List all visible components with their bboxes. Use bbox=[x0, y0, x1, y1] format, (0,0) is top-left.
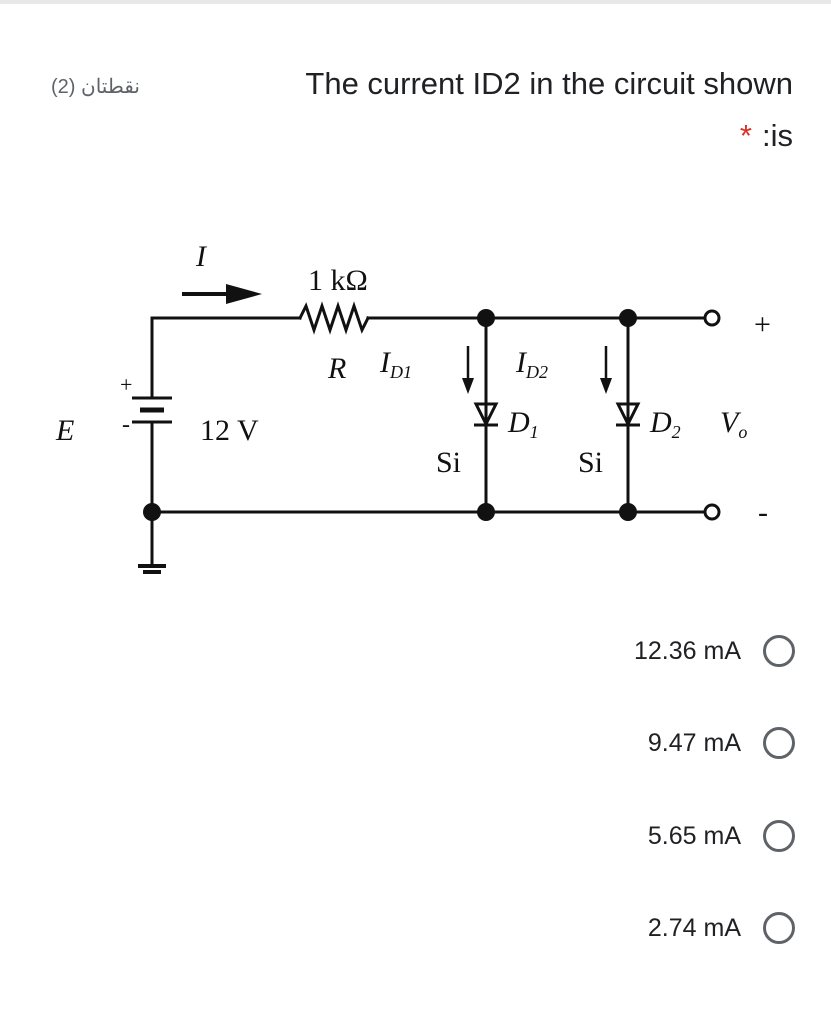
battery-plus: + bbox=[120, 372, 132, 397]
output-terminal-plus bbox=[703, 309, 721, 327]
radio-button[interactable] bbox=[763, 820, 795, 852]
junction-dot bbox=[619, 309, 637, 327]
option-1[interactable]: 12.36 mA bbox=[634, 626, 795, 676]
radio-button[interactable] bbox=[763, 635, 795, 667]
source-value: 12 V bbox=[200, 414, 259, 447]
junction-dot bbox=[619, 503, 637, 521]
points-label: نقطتان (2) bbox=[51, 76, 140, 98]
d2-material: Si bbox=[578, 446, 603, 479]
option-4[interactable]: 2.74 mA bbox=[648, 903, 795, 953]
current-label: I bbox=[195, 240, 208, 273]
option-label: 9.47 mA bbox=[647, 728, 741, 757]
required-asterisk: * bbox=[739, 118, 752, 153]
output-terminal-minus bbox=[703, 503, 721, 521]
d2-label-text: D2 bbox=[649, 406, 681, 442]
option-3[interactable]: 5.65 mA bbox=[648, 811, 795, 861]
diode-d2-icon bbox=[615, 402, 641, 428]
id2-arrow-head bbox=[600, 378, 612, 394]
id2-label-text: ID2 bbox=[515, 346, 548, 382]
battery-minus: - bbox=[122, 412, 130, 438]
d1-material: Si bbox=[436, 446, 461, 479]
junction-dot bbox=[477, 309, 495, 327]
option-label: 2.74 mA bbox=[647, 913, 741, 942]
diode-d1-icon bbox=[473, 402, 499, 428]
question-title: The current ID2 in the circuit shown bbox=[305, 66, 793, 101]
option-2[interactable]: 9.47 mA bbox=[648, 718, 795, 768]
d1-label-text: D1 bbox=[507, 406, 539, 442]
question-title-line2: * :is bbox=[740, 118, 793, 154]
question-title-suffix: :is bbox=[762, 118, 793, 153]
junction-dot bbox=[477, 503, 495, 521]
ground-icon bbox=[138, 564, 166, 574]
resistor-zigzag bbox=[297, 301, 371, 335]
resistor-value: 1 kΩ bbox=[308, 264, 368, 297]
id1-label-text: ID1 bbox=[379, 346, 412, 382]
option-label: 12.36 mA bbox=[633, 636, 741, 665]
option-label: 5.65 mA bbox=[647, 821, 741, 850]
vo-label-text: Vo bbox=[720, 406, 747, 442]
junction-dot bbox=[143, 503, 161, 521]
resistor-name: R bbox=[327, 352, 346, 385]
current-arrow-head bbox=[226, 284, 262, 304]
output-plus-sign: + bbox=[754, 308, 771, 341]
radio-button[interactable] bbox=[763, 727, 795, 759]
source-name: E bbox=[55, 414, 74, 447]
top-divider bbox=[0, 0, 831, 4]
output-minus-sign: - bbox=[758, 496, 768, 529]
circuit-diagram: I 1 kΩ R ID1 ID2 E 12 V + - D1 D2 Si Si … bbox=[55, 240, 771, 574]
radio-button[interactable] bbox=[763, 912, 795, 944]
id1-arrow-head bbox=[462, 378, 474, 394]
